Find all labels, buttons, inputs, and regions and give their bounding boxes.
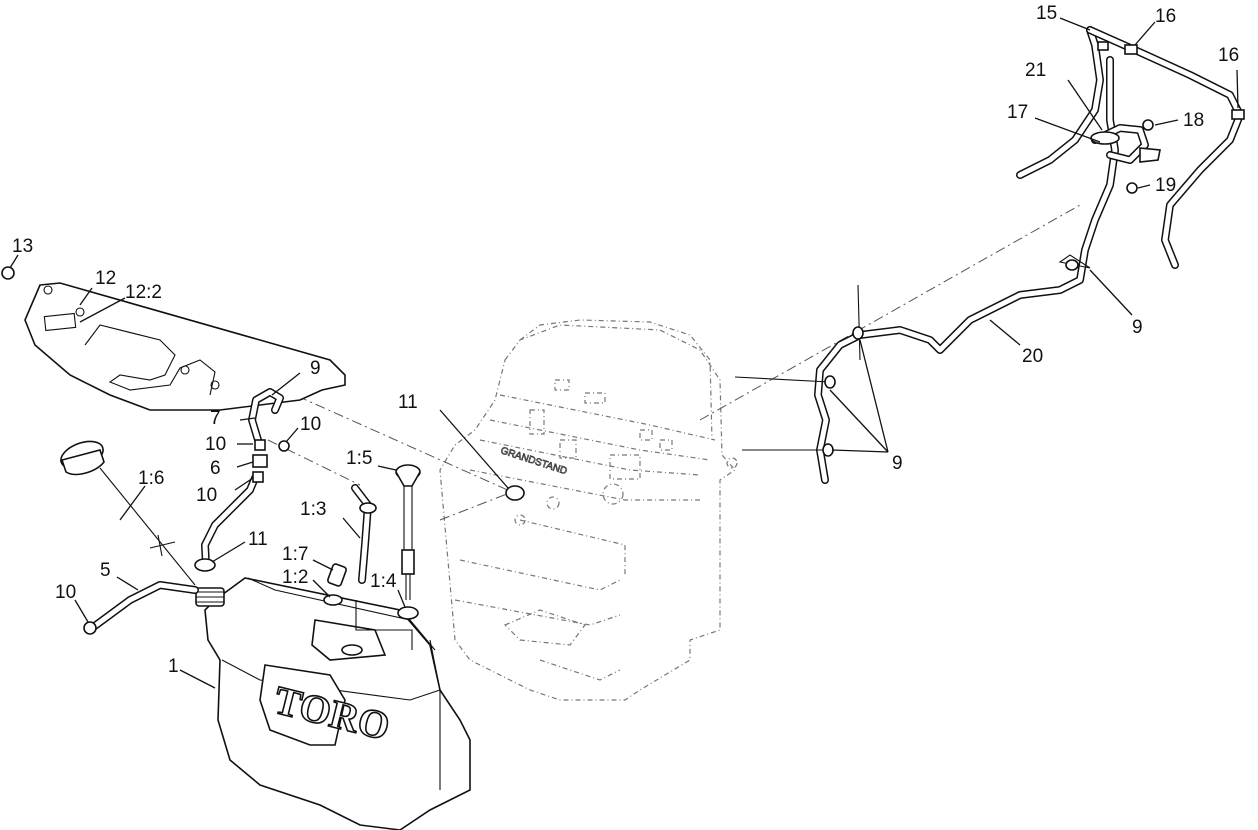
callout-19: 19 (1155, 175, 1176, 196)
callout-11: 11 (248, 529, 268, 550)
leader-lines (9, 17, 1239, 689)
callout-6: 6 (210, 458, 221, 479)
callout-17: 17 (1007, 102, 1028, 123)
callout-labels: 13 12 12:2 9 7 10 10 6 10 1:6 11 5 10 1:… (12, 3, 1239, 677)
callout-1-4: 1:4 (370, 571, 397, 592)
callout-10: 10 (55, 582, 76, 603)
callout-11: 11 (398, 392, 418, 413)
fuel-line-assembly (734, 26, 1245, 484)
callout-18: 18 (1183, 110, 1204, 131)
machine-frame-outline: GRANDSTAND (439, 319, 738, 701)
callout-13: 13 (12, 236, 33, 257)
heat-shield (24, 282, 346, 411)
callout-10: 10 (300, 414, 321, 435)
callout-16: 16 (1155, 6, 1176, 27)
callout-12-2: 12:2 (125, 282, 162, 303)
callout-5: 5 (100, 560, 111, 581)
hoses (88, 388, 372, 632)
callout-10: 10 (196, 485, 217, 506)
callout-1-6: 1:6 (138, 468, 164, 489)
callout-1-2: 1:2 (282, 567, 308, 588)
callout-1-7: 1:7 (282, 544, 308, 565)
fuel-tank: TORO (195, 577, 471, 830)
fuel-sender (355, 464, 421, 650)
callout-9: 9 (892, 453, 903, 474)
callout-21: 21 (1025, 60, 1046, 81)
callout-16: 16 (1218, 45, 1239, 66)
callout-20: 20 (1022, 346, 1043, 367)
callout-12: 12 (95, 268, 116, 289)
callout-10: 10 (205, 434, 226, 455)
callout-7: 7 (210, 408, 221, 429)
fittings (1, 266, 525, 635)
callout-1-5: 1:5 (346, 448, 372, 469)
callout-1-3: 1:3 (300, 499, 326, 520)
callout-1: 1 (168, 656, 179, 677)
callout-15: 15 (1036, 3, 1057, 24)
fuel-cap (60, 440, 196, 586)
callout-9: 9 (1132, 317, 1143, 338)
callout-9: 9 (310, 358, 321, 379)
